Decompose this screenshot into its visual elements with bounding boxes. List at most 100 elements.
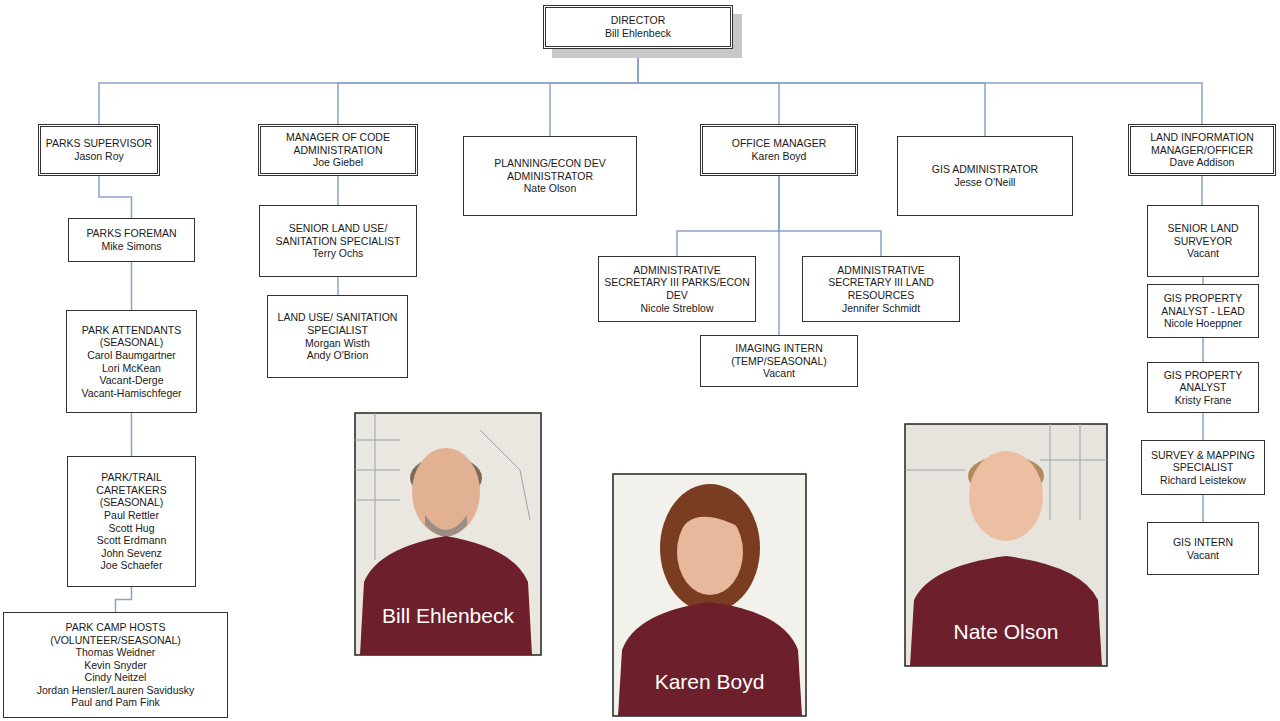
photo-caption: Bill Ehlenbeck bbox=[355, 604, 541, 628]
person-name: Vacant bbox=[705, 367, 853, 380]
role-title: LAND USE/ SANITATION SPECIALIST bbox=[272, 311, 403, 336]
org-connector bbox=[638, 49, 779, 124]
org-box: IMAGING INTERN (TEMP/SEASONAL)Vacant bbox=[700, 335, 858, 387]
org-box: DIRECTORBill Ehlenbeck bbox=[543, 5, 733, 49]
person-name: Mike Simons bbox=[73, 240, 190, 253]
person-name: Nate Olson bbox=[468, 182, 632, 195]
org-connector bbox=[1202, 495, 1204, 522]
person-name: Carol Baumgartner bbox=[71, 349, 192, 362]
role-title: MANAGER OF CODE ADMINISTRATION bbox=[265, 131, 411, 156]
org-box: GIS INTERNVacant bbox=[1147, 522, 1259, 575]
org-connector bbox=[337, 176, 339, 205]
role-title: SENIOR LAND USE/ SANITATION SPECIALIST bbox=[264, 222, 412, 247]
person-name: Paul and Pam Fink bbox=[8, 696, 223, 709]
org-connector bbox=[99, 49, 638, 124]
photo-caption: Nate Olson bbox=[905, 620, 1107, 644]
person-name: Kevin Snyder bbox=[8, 659, 223, 672]
role-title: GIS PROPERTY ANALYST bbox=[1152, 369, 1254, 394]
role-title: GIS INTERN bbox=[1152, 536, 1254, 549]
org-connector bbox=[338, 49, 638, 124]
org-connector bbox=[638, 49, 1202, 124]
org-connector bbox=[1202, 277, 1204, 284]
person-name: Bill Ehlenbeck bbox=[550, 27, 726, 40]
role-title: IMAGING INTERN (TEMP/SEASONAL) bbox=[705, 342, 853, 367]
person-name: Nicole Streblow bbox=[603, 302, 751, 315]
org-box: SENIOR LAND SURVEYORVacant bbox=[1147, 205, 1259, 277]
org-connector bbox=[131, 413, 133, 456]
org-box: PARK/TRAIL CARETAKERS (SEASONAL)Paul Ret… bbox=[67, 456, 196, 587]
org-box: LAND INFORMATION MANAGER/OFFICERDave Add… bbox=[1128, 124, 1276, 176]
role-title: LAND INFORMATION MANAGER/OFFICER bbox=[1135, 131, 1269, 156]
person-name: Jason Roy bbox=[45, 150, 153, 163]
org-box: OFFICE MANAGERKaren Boyd bbox=[700, 124, 858, 176]
org-box: ADMINISTRATIVE SECRETARY III LAND RESOUR… bbox=[802, 256, 960, 322]
person-name: Richard Leistekow bbox=[1146, 474, 1260, 487]
role-title: SURVEY & MAPPING SPECIALIST bbox=[1146, 449, 1260, 474]
person-name: Karen Boyd bbox=[707, 150, 851, 163]
person-name: Thomas Weidner bbox=[8, 646, 223, 659]
staff-photo bbox=[613, 474, 806, 716]
role-title: GIS PROPERTY ANALYST - LEAD bbox=[1152, 292, 1254, 317]
role-title: SENIOR LAND SURVEYOR bbox=[1152, 222, 1254, 247]
org-connector bbox=[677, 176, 779, 256]
role-title: PARKS FOREMAN bbox=[73, 227, 190, 240]
org-connector bbox=[638, 49, 985, 136]
org-box: PLANNING/ECON DEV ADMINISTRATORNate Olso… bbox=[463, 136, 637, 216]
org-box: PARKS FOREMANMike Simons bbox=[68, 218, 195, 262]
person-name: Vacant bbox=[1152, 549, 1254, 562]
role-title: GIS ADMINISTRATOR bbox=[902, 163, 1068, 176]
org-box: PARKS SUPERVISORJason Roy bbox=[38, 124, 160, 176]
person-name: Vacant bbox=[1152, 247, 1254, 260]
org-box: GIS PROPERTY ANALYST - LEADNicole Hoeppn… bbox=[1147, 284, 1259, 338]
person-name: Jordan Hensler/Lauren Savidusky bbox=[8, 684, 223, 697]
person-name: Morgan Wisth bbox=[272, 337, 403, 350]
org-connector bbox=[1201, 176, 1203, 205]
person-name: Terry Ochs bbox=[264, 247, 412, 260]
person-name: Lori McKean bbox=[71, 362, 192, 375]
org-box: LAND USE/ SANITATION SPECIALISTMorgan Wi… bbox=[267, 295, 408, 378]
person-name: Scott Hug bbox=[72, 522, 191, 535]
person-name: Scott Erdmann bbox=[72, 534, 191, 547]
org-box: SURVEY & MAPPING SPECIALISTRichard Leist… bbox=[1141, 440, 1265, 495]
person-name: Jesse O'Neill bbox=[902, 176, 1068, 189]
role-title: PARK CAMP HOSTS (VOLUNTEER/SEASONAL) bbox=[8, 621, 223, 646]
org-box: MANAGER OF CODE ADMINISTRATIONJoe Giebel bbox=[258, 124, 418, 176]
org-connector bbox=[1202, 338, 1204, 362]
role-title: OFFICE MANAGER bbox=[707, 137, 851, 150]
role-title: DIRECTOR bbox=[550, 14, 726, 27]
org-connector bbox=[116, 587, 132, 612]
org-connector bbox=[99, 176, 132, 218]
role-title: PLANNING/ECON DEV ADMINISTRATOR bbox=[468, 157, 632, 182]
person-name: Jennifer Schmidt bbox=[807, 302, 955, 315]
person-name: Nicole Hoeppner bbox=[1152, 317, 1254, 330]
org-connector bbox=[1202, 413, 1204, 440]
person-name: Dave Addison bbox=[1135, 156, 1269, 169]
person-name: Andy O'Brion bbox=[272, 349, 403, 362]
person-name: Joe Giebel bbox=[265, 156, 411, 169]
org-connector bbox=[131, 262, 133, 310]
staff-photo bbox=[905, 424, 1107, 666]
org-connector bbox=[779, 176, 881, 256]
org-box: PARK CAMP HOSTS (VOLUNTEER/SEASONAL)Thom… bbox=[3, 612, 228, 718]
person-name: Vacant-Hamischfeger bbox=[71, 387, 192, 400]
staff-photo bbox=[355, 413, 541, 655]
role-title: ADMINISTRATIVE SECRETARY III PARKS/ECON … bbox=[603, 264, 751, 302]
role-title: PARK ATTENDANTS (SEASONAL) bbox=[71, 324, 192, 349]
org-box: ADMINISTRATIVE SECRETARY III PARKS/ECON … bbox=[598, 256, 756, 322]
role-title: ADMINISTRATIVE SECRETARY III LAND RESOUR… bbox=[807, 264, 955, 302]
org-box: GIS PROPERTY ANALYSTKristy Frane bbox=[1147, 362, 1259, 413]
person-name: Vacant-Derge bbox=[71, 374, 192, 387]
org-box: SENIOR LAND USE/ SANITATION SPECIALISTTe… bbox=[259, 205, 417, 277]
org-box: PARK ATTENDANTS (SEASONAL)Carol Baumgart… bbox=[66, 310, 197, 413]
org-connector bbox=[337, 277, 339, 295]
org-connector bbox=[778, 176, 780, 335]
role-title: PARK/TRAIL CARETAKERS (SEASONAL) bbox=[72, 471, 191, 509]
org-connector bbox=[550, 49, 638, 136]
photo-caption: Karen Boyd bbox=[613, 670, 806, 694]
person-name: Joe Schaefer bbox=[72, 559, 191, 572]
person-name: Cindy Neitzel bbox=[8, 671, 223, 684]
person-name: John Sevenz bbox=[72, 547, 191, 560]
person-name: Paul Rettler bbox=[72, 509, 191, 522]
org-box: GIS ADMINISTRATORJesse O'Neill bbox=[897, 136, 1073, 216]
